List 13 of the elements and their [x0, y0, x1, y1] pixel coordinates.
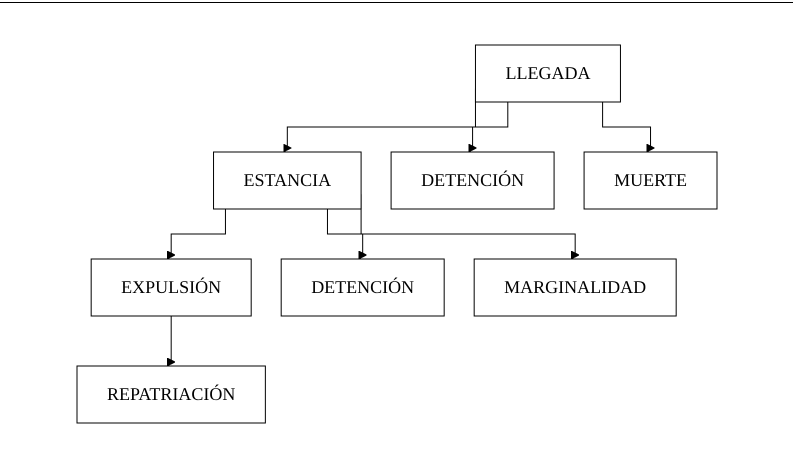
node-box: ESTANCIA	[212, 152, 362, 210]
node-box: DETENCIÓN	[280, 258, 444, 316]
arrow	[166, 208, 226, 260]
node-box: LLEGADA	[474, 44, 620, 102]
arrow	[326, 208, 367, 260]
node-box: MARGINALIDAD	[473, 258, 676, 316]
arrow	[166, 316, 176, 366]
arrow	[468, 102, 508, 152]
node-box: EXPULSIÓN	[90, 258, 252, 316]
node-box: REPATRIACIÓN	[76, 366, 266, 424]
node-box: MUERTE	[583, 152, 717, 210]
node-box: DETENCIÓN	[390, 152, 554, 210]
arrow	[602, 102, 654, 152]
